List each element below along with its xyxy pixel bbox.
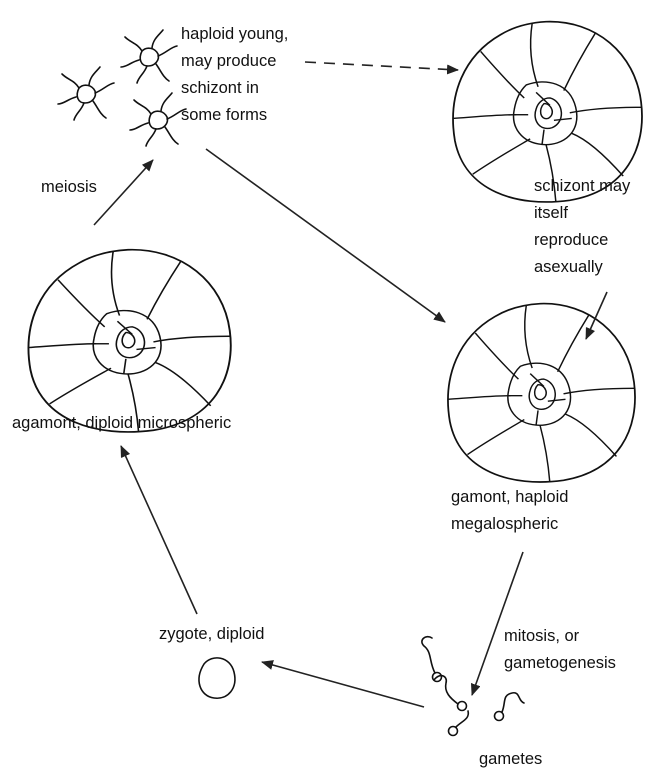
arrow-agamont-to-young [94, 160, 153, 225]
label-agamont: agamont, diploid microspheric [12, 414, 231, 432]
haploid-young-organism [130, 93, 186, 146]
gamete [422, 637, 442, 682]
label-schizont: schizont may itself reproduce asexually [534, 177, 635, 276]
arrow-young-to-gamont [206, 149, 445, 322]
label-meiosis: meiosis [41, 178, 97, 196]
arrow-gametes-to-zygote [262, 662, 424, 707]
label-mitosis: mitosis, or gametogenesis [504, 627, 616, 672]
dashed-arrow-to-schizont [305, 62, 458, 70]
label-gamont: gamont, haploid megalospheric [451, 488, 573, 533]
haploid-young-organism [58, 67, 114, 120]
schizont-foram-shell [453, 22, 642, 202]
gamete [449, 711, 469, 736]
gametes-group [422, 637, 524, 736]
label-gametes: gametes [479, 750, 542, 768]
arrow-zygote-to-agamont [121, 446, 197, 614]
arrow-gamont-to-gametes [472, 552, 523, 695]
gamont-foram-shell [448, 304, 635, 483]
label-haploid-young: haploid young, may produce schizont in s… [181, 25, 293, 124]
haploid-young-organism [121, 30, 177, 83]
agamont-foram-shell [28, 250, 230, 432]
gamete [495, 693, 525, 721]
label-zygote: zygote, diploid [159, 625, 265, 643]
zygote-cell [199, 658, 235, 698]
